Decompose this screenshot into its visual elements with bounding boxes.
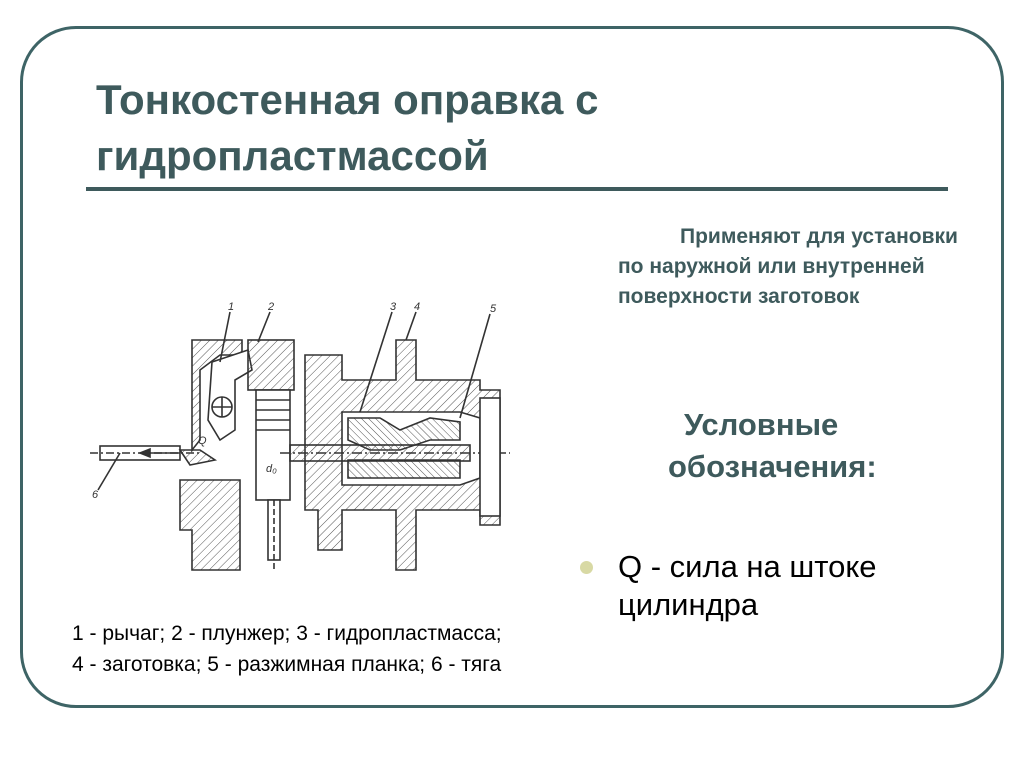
diagram-label-1: 1	[228, 301, 234, 313]
application-text: Применяют для установки по наружной или …	[618, 222, 968, 312]
diagram-body	[90, 311, 510, 571]
caption-line-2: 4 - заготовка; 5 - разжимная планка; 6 -…	[72, 653, 502, 676]
diagram-label-4: 4	[414, 301, 420, 313]
diagram-label-6: 6	[92, 489, 99, 501]
application-text-content: Применяют для установки по наружной или …	[618, 225, 958, 308]
caption-line-1: 1 - рычаг; 2 - плунжер; 3 - гидропластма…	[72, 622, 502, 645]
legend-bullet-item: Q - сила на штоке цилиндра	[580, 548, 960, 624]
legend-heading-line2: обозначения:	[668, 449, 877, 484]
diagram-label-3: 3	[390, 301, 397, 313]
legend-heading: Условные обозначения:	[668, 404, 968, 488]
diagram-label-2: 2	[267, 301, 274, 313]
title-divider	[86, 187, 948, 191]
diagram-label-5: 5	[490, 303, 497, 315]
legend-heading-line1: Условные	[684, 407, 839, 442]
slide-title: Тонкостенная оправка с гидропластмассой	[96, 76, 599, 179]
diagram-label-d0: d₀	[266, 463, 277, 475]
slide-frame	[20, 26, 1004, 708]
legend-bullet-text: Q - сила на штоке цилиндра	[618, 549, 877, 622]
bullet-dot-icon	[580, 561, 593, 574]
diagram-caption: 1 - рычаг; 2 - плунжер; 3 - гидропластма…	[72, 618, 612, 680]
mandrel-cross-section-diagram: 1 2 3 4 5 6 Q d₀	[90, 301, 510, 571]
diagram-label-q: Q	[198, 435, 207, 447]
